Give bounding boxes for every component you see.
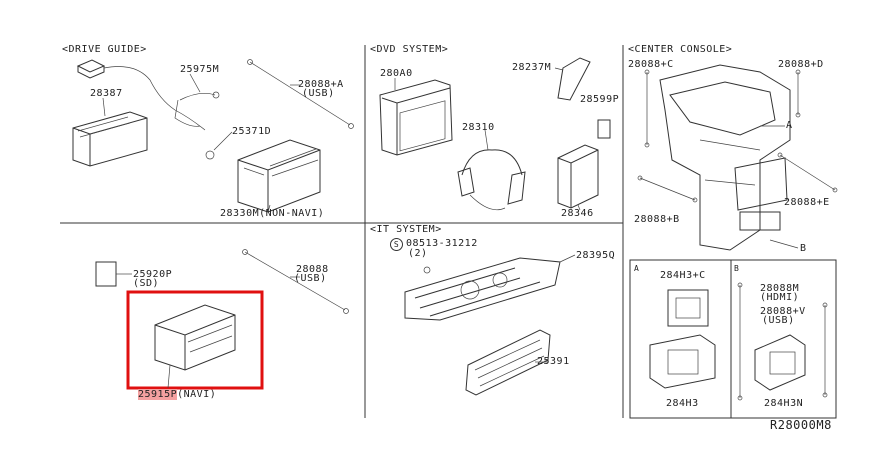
center-console-parts: [637, 64, 838, 251]
section-dividers: [60, 45, 837, 419]
it-system-parts: [404, 254, 576, 396]
part-label-28346: 28346: [561, 208, 594, 219]
part-label-28088b: 28088+B: [634, 214, 680, 225]
part-label-25391: 25391: [537, 356, 570, 367]
part-label-25975m: 25975M: [180, 64, 220, 75]
section-drive-guide: <DRIVE GUIDE>: [62, 44, 147, 55]
part-label-28330m: 28330M(NON-NAVI): [220, 208, 325, 219]
part-label-28088a-sub: (USB): [302, 88, 335, 99]
part-label-28088e: 28088+E: [784, 197, 830, 208]
part-label-28237m: 28237M: [512, 62, 552, 73]
highlight-box: [126, 290, 264, 390]
section-dvd-system: <DVD SYSTEM>: [370, 44, 449, 55]
part-label-28387: 28387: [90, 88, 123, 99]
section-it-system: <IT SYSTEM>: [370, 224, 442, 235]
part-label-25920p: 25920P: [133, 269, 173, 280]
part-label-28088m-sub: (HDMI): [760, 292, 800, 303]
ref-label-b: B: [800, 243, 807, 254]
inset-label-a: A: [634, 264, 640, 273]
part-label-28310: 28310: [462, 122, 495, 133]
inset-box: [629, 259, 837, 419]
part-label-28088: 28088: [296, 264, 329, 275]
dvd-system-parts: [379, 57, 611, 211]
part-label-28088v: 28088+V: [760, 306, 806, 317]
part-label-28088v-sub: (USB): [762, 315, 795, 326]
ref-label-a: A: [786, 120, 793, 131]
part-label-25915p: 25915P(NAVI): [138, 389, 217, 400]
diagram-code: R28000M8: [770, 418, 832, 432]
part-label-screw: 08513-31212: [406, 238, 478, 249]
section-center-console: <CENTER CONSOLE>: [628, 44, 733, 55]
inset-parts: [649, 282, 828, 401]
part-label-28088-sub: (USB): [294, 273, 327, 284]
inset-label-b: B: [734, 264, 740, 273]
screw-symbol: S: [390, 238, 403, 251]
part-label-screw-qty: (2): [408, 248, 428, 259]
part-label-280a0: 280A0: [380, 68, 413, 79]
part-label-25920p-sub: (SD): [133, 278, 160, 289]
highlighted-part-number: 25915P: [138, 389, 178, 400]
part-label-284h3n: 284H3N: [764, 398, 804, 409]
navi-parts: [95, 249, 349, 390]
part-label-284h3: 284H3: [666, 398, 699, 409]
drive-guide-parts: [72, 59, 354, 213]
part-label-28088m: 28088M: [760, 283, 800, 294]
part-label-284h3c: 284H3+C: [660, 270, 706, 281]
part-label-28395q: 28395Q: [576, 250, 616, 261]
part-label-28088c: 28088+C: [628, 59, 674, 70]
part-label-28599p: 28599P: [580, 94, 620, 105]
part-label-28088a: 28088+A: [298, 79, 344, 90]
part-label-25371d: 25371D: [232, 126, 272, 137]
part-label-28088d: 28088+D: [778, 59, 824, 70]
